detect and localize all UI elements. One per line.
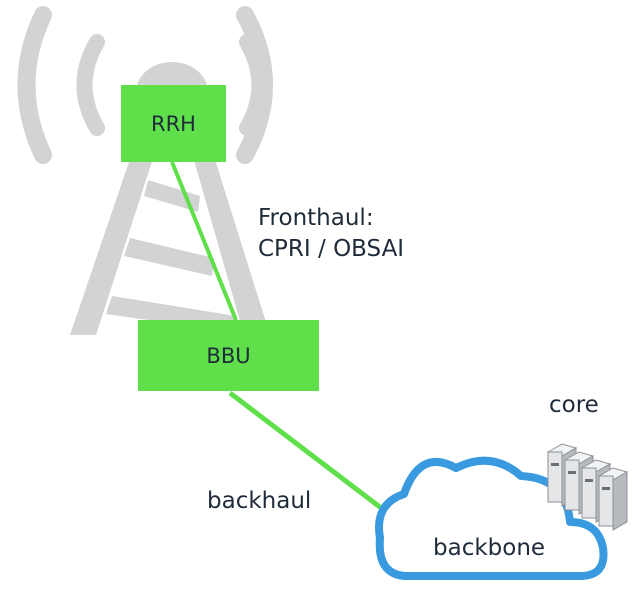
signal-wave-icon xyxy=(17,6,273,164)
fronthaul-title: Fronthaul: xyxy=(258,205,374,231)
bbu-label: BBU xyxy=(206,343,251,368)
fronthaul-label: Fronthaul: CPRI / OBSAI xyxy=(258,203,404,265)
core-label: core xyxy=(549,392,599,418)
backbone-label: backbone xyxy=(433,535,546,561)
cloud-icon xyxy=(375,456,608,580)
backhaul-link xyxy=(228,391,395,519)
fronthaul-protocols: CPRI / OBSAI xyxy=(258,236,405,263)
server-icon xyxy=(546,443,629,531)
backhaul-label: backhaul xyxy=(207,488,312,514)
rrh-label: RRH xyxy=(151,111,196,136)
rrh-box: RRH xyxy=(121,85,226,162)
fronthaul-link xyxy=(170,161,238,321)
bbu-box: BBU xyxy=(138,320,319,391)
